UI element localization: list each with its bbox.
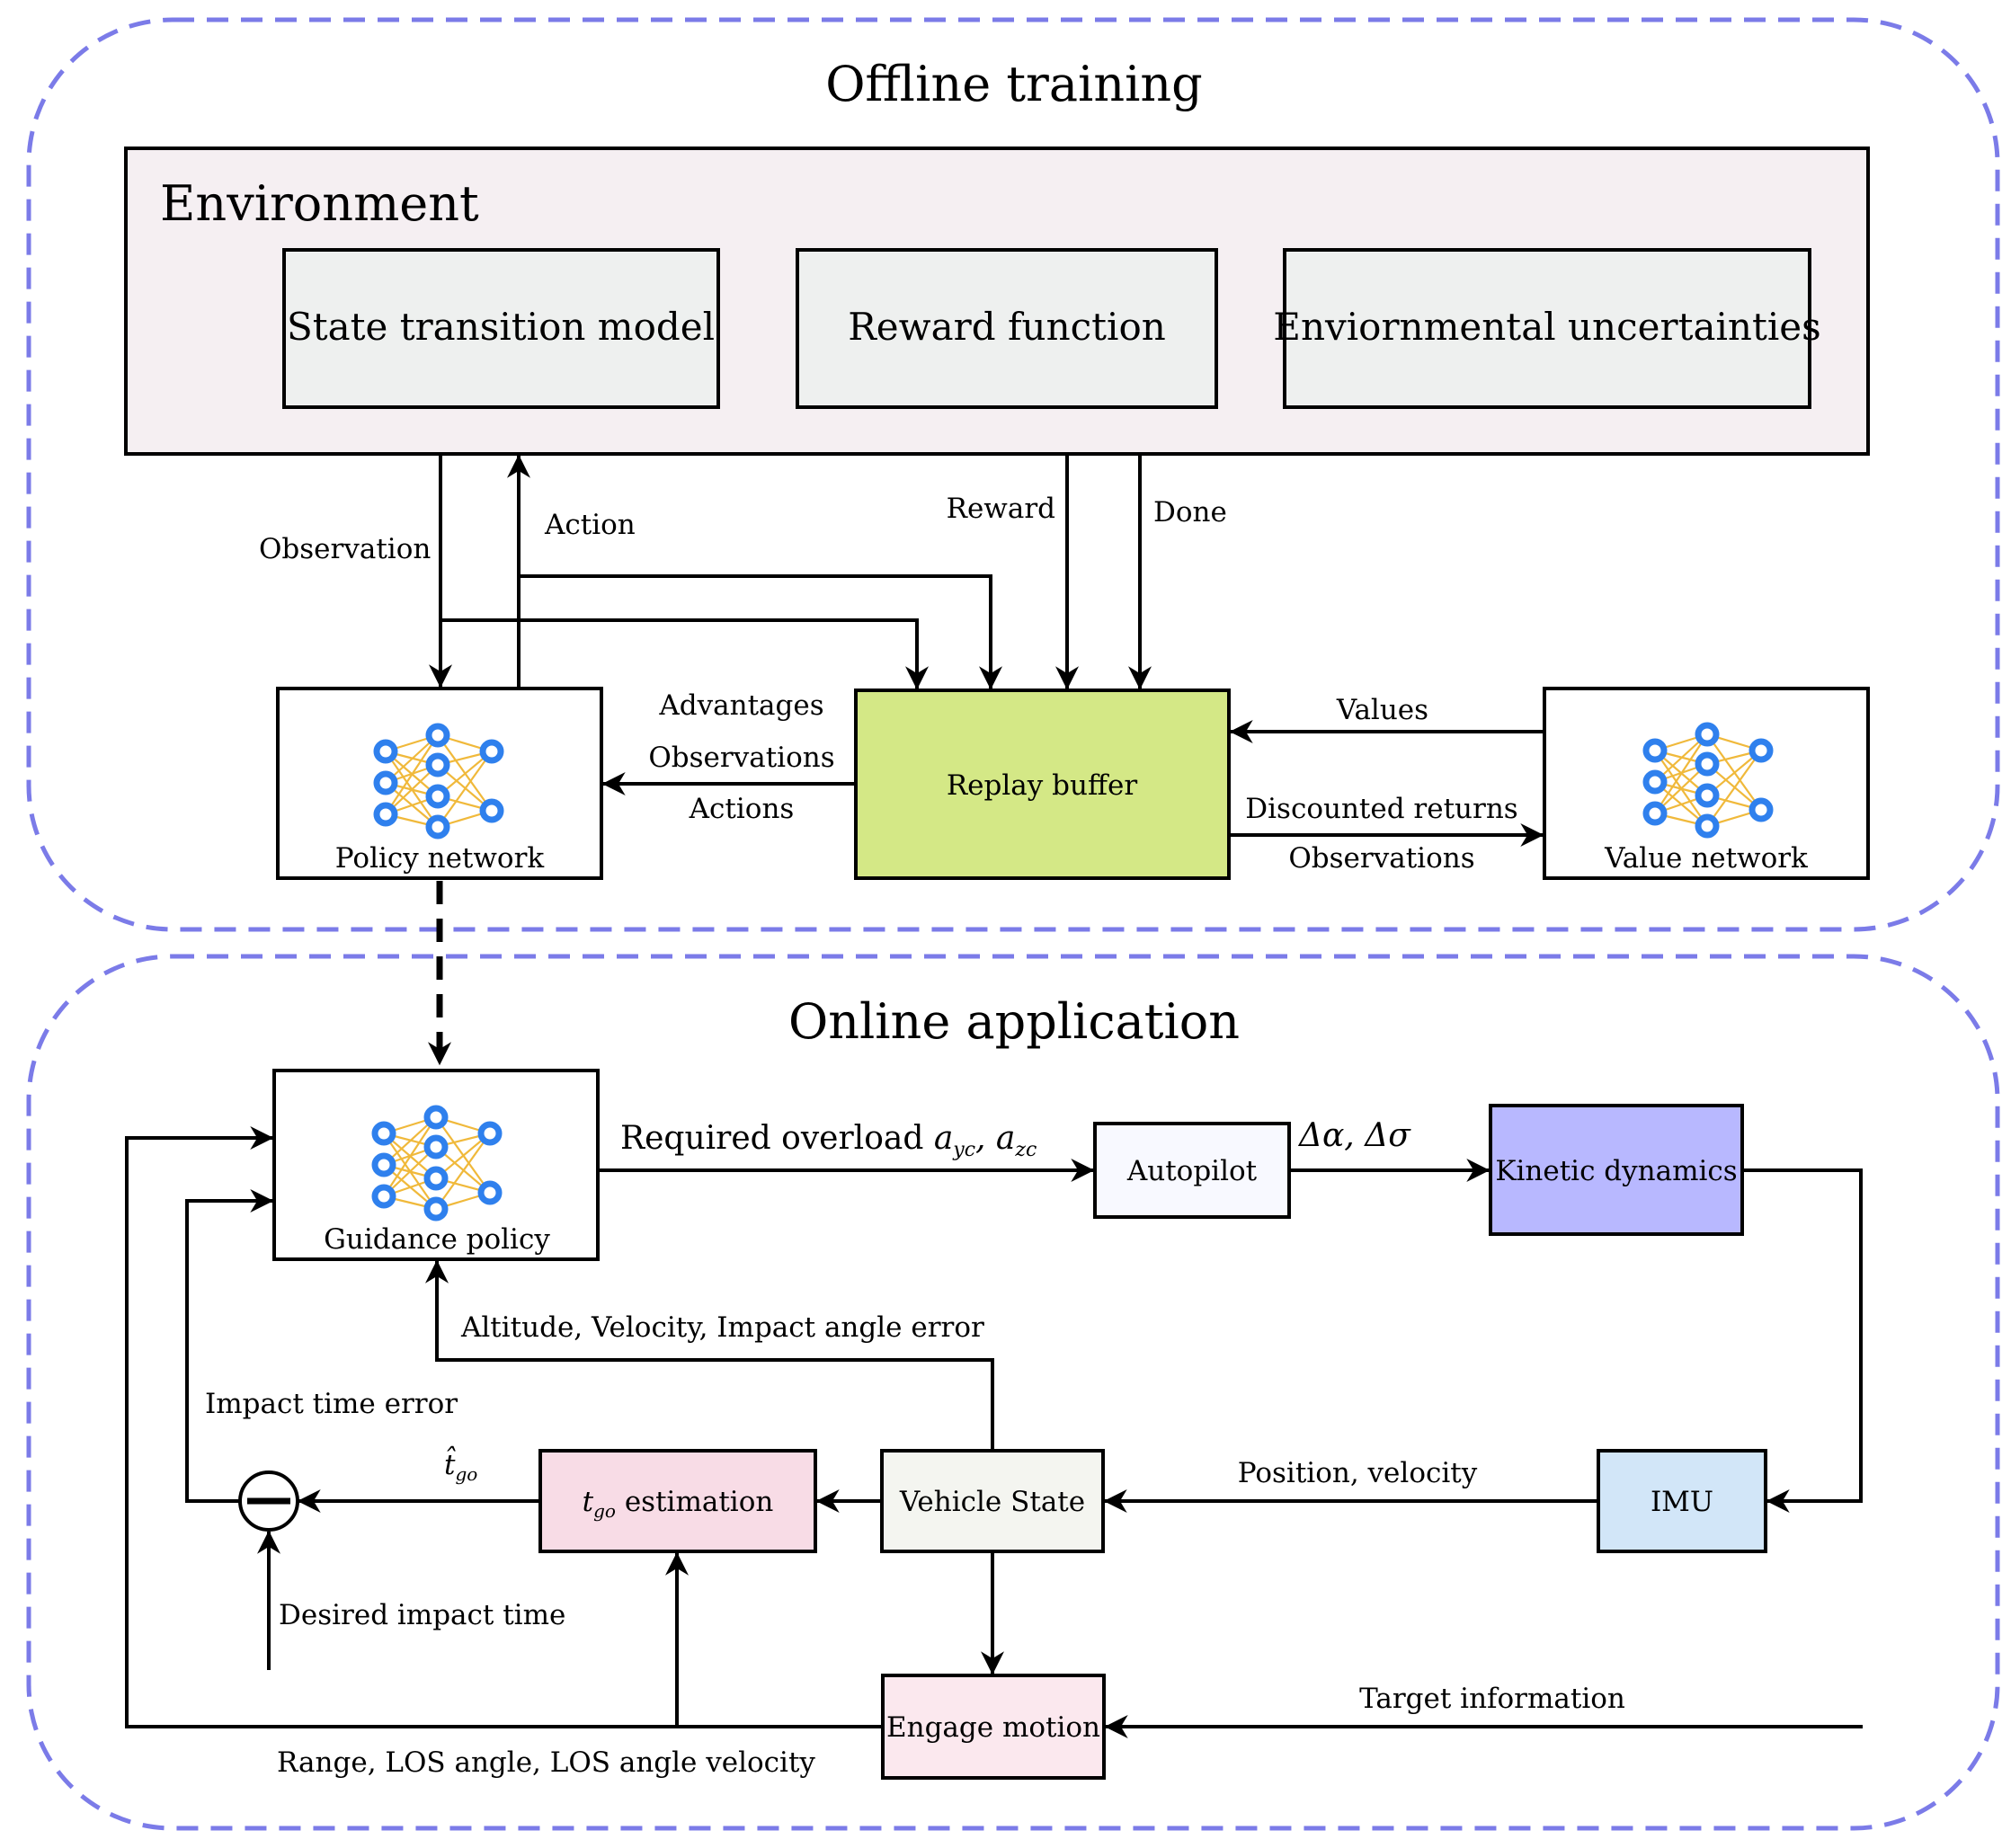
environmental-uncertainties-box: [1283, 248, 1811, 409]
desired-impact-time-label: Desired impact time: [279, 1599, 565, 1631]
reward-label: Reward: [947, 493, 1055, 525]
tgo-estimation-label: tgo estimation: [583, 1486, 774, 1522]
action-label: Action: [544, 509, 636, 541]
altitude-arrow: [425, 1259, 994, 1451]
guidance-policy-label: Guidance policy: [324, 1223, 550, 1256]
advantages-label: Advantages: [658, 689, 823, 722]
tgo-hat-label: t̂go: [444, 1444, 477, 1485]
kinetic-to-imu-arrow: [1742, 1168, 1863, 1513]
online-title: Online application: [788, 993, 1240, 1050]
altitude-label: Altitude, Velocity, Impact angle error: [460, 1311, 984, 1344]
observation-label: Observation: [259, 533, 431, 565]
online-region-border: [26, 954, 2000, 1831]
guidance-policy-box: [272, 1069, 600, 1261]
value-network-label: Value network: [1604, 842, 1808, 875]
overload-subscript-2: zc: [1014, 1139, 1037, 1161]
observations-label: Observations: [648, 742, 834, 774]
position-velocity-label: Position, velocity: [1238, 1457, 1478, 1489]
tgo-hat-subscript: go: [455, 1463, 477, 1485]
tgo-estimation-text: estimation: [616, 1486, 773, 1518]
kinetic-dynamics-label: Kinetic dynamics: [1495, 1155, 1737, 1187]
environment-title: Environment: [160, 175, 479, 232]
observations2-label: Observations: [1288, 842, 1474, 875]
range-arrow: [125, 1126, 883, 1728]
autopilot-box: [1093, 1122, 1291, 1219]
overload-separator: , a: [975, 1120, 1015, 1157]
required-overload-label: Required overload ayc, azc: [620, 1120, 1037, 1161]
online-application-region: Online application Guidance policy Requi…: [26, 954, 2000, 1831]
values-label: Values: [1336, 694, 1428, 726]
target-information-label: Target information: [1359, 1683, 1625, 1715]
tgo-subscript: go: [593, 1500, 616, 1522]
tgo-estimation-box: [538, 1449, 817, 1553]
kinetic-dynamics-box: [1489, 1104, 1744, 1236]
overload-symbol-a: a: [934, 1120, 953, 1157]
replay-buffer-label: Replay buffer: [947, 769, 1137, 802]
action-to-buffer-arrow: [519, 574, 1002, 690]
offline-training-region: Offline training Environment State trans…: [26, 17, 2000, 932]
impact-time-error-label: Impact time error: [205, 1388, 458, 1420]
done-label: Done: [1153, 496, 1227, 529]
vehicle-state-label: Vehicle State: [899, 1486, 1085, 1518]
observation-to-buffer-arrow: [440, 618, 929, 690]
range-label: Range, LOS angle, LOS angle velocity: [277, 1746, 815, 1779]
imu-box: [1597, 1449, 1767, 1553]
autopilot-label: Autopilot: [1126, 1155, 1258, 1187]
replay-buffer-box: [854, 689, 1231, 880]
reward-function-label: Reward function: [848, 305, 1166, 349]
vehicle-state-box: [880, 1449, 1105, 1553]
tgo-hat-symbol: t̂: [444, 1444, 456, 1481]
required-overload-text: Required overload: [620, 1120, 934, 1157]
discounted-returns-label: Discounted returns: [1245, 793, 1517, 825]
policy-network-label: Policy network: [335, 842, 545, 875]
offline-region-border: [26, 17, 2000, 932]
state-transition-model-box: [282, 248, 720, 409]
actions-label: Actions: [689, 793, 795, 825]
state-transition-model-label: State transition model: [287, 305, 715, 349]
engage-motion-label: Engage motion: [886, 1711, 1100, 1744]
environmental-uncertainties-label: Enviornmental uncertainties: [1273, 305, 1820, 349]
value-network-box: [1543, 687, 1870, 880]
offline-title: Offline training: [825, 56, 1202, 112]
policy-network-box: [276, 687, 603, 880]
delta-label: Δα, Δσ: [1297, 1117, 1411, 1154]
impact-time-error-arrow: [185, 1189, 274, 1503]
overload-subscript-1: yc: [952, 1139, 975, 1161]
tgo-symbol: t: [583, 1486, 594, 1518]
reward-function-box: [796, 248, 1218, 409]
imu-label: IMU: [1651, 1486, 1713, 1518]
